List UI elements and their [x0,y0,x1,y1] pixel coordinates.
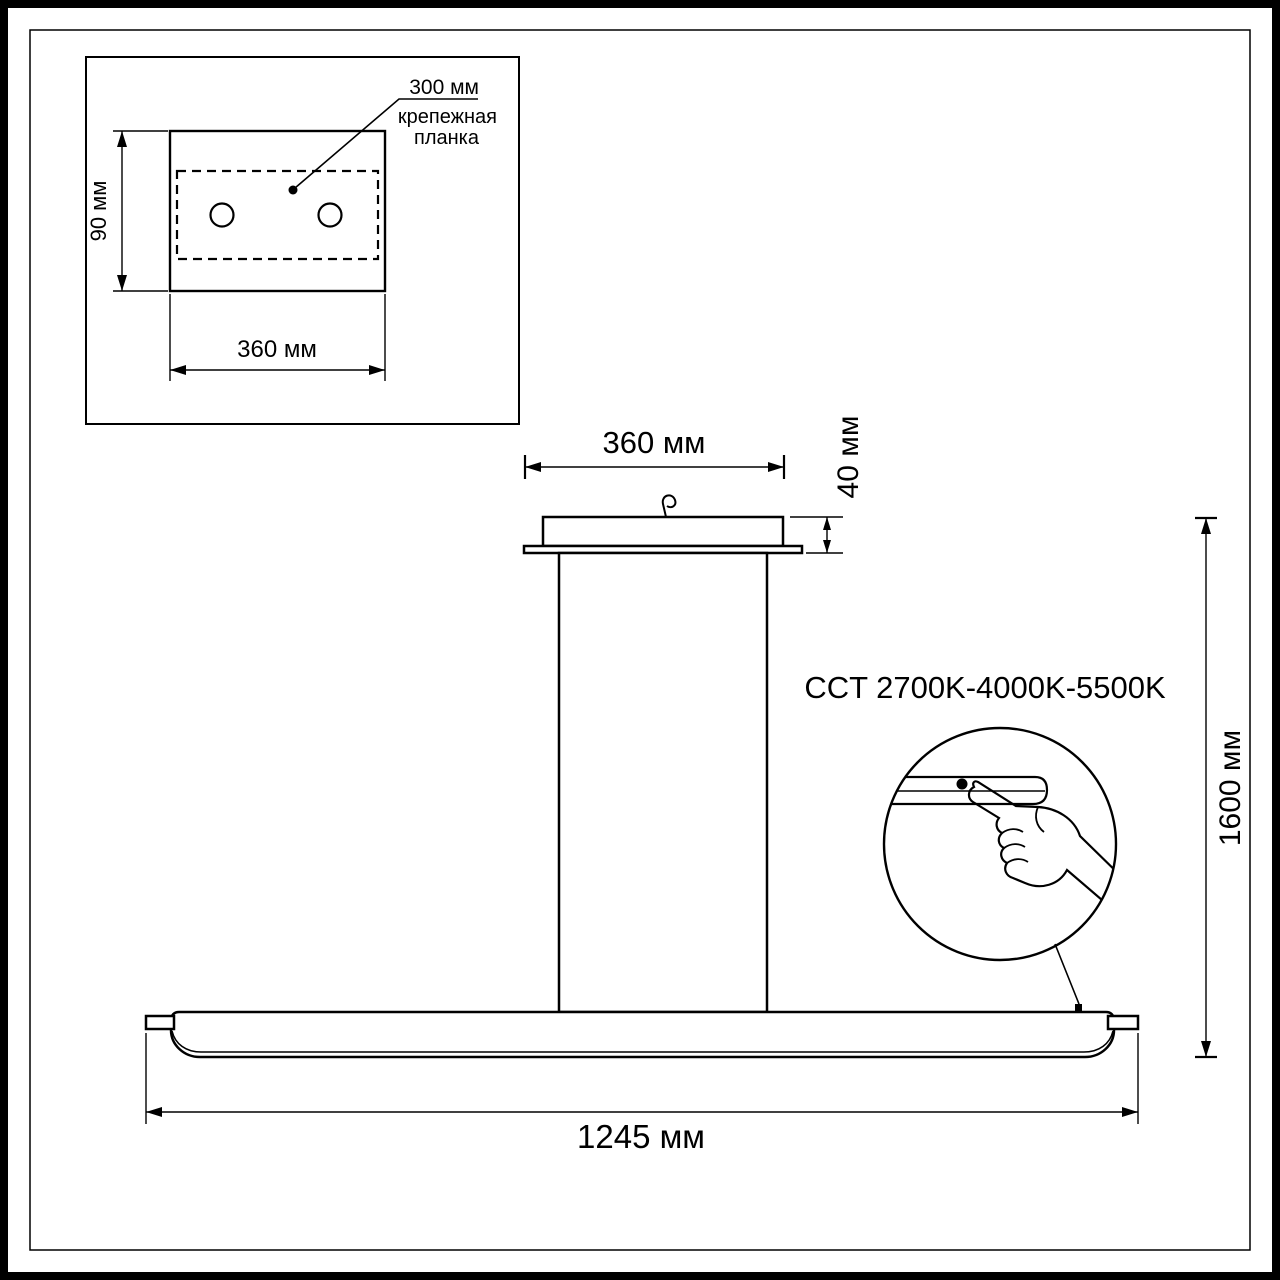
plate-height-label: 90 мм [86,181,111,242]
cct-label: CCT 2700K-4000K-5500K [804,670,1166,705]
arrow-down-icon [823,540,831,553]
canopy-height-label: 40 мм [832,416,865,499]
arrow-right-icon [768,462,784,472]
plate-width-label: 360 мм [237,336,317,363]
arrow-left-icon [525,462,541,472]
total-height-label: 1600 мм [1214,730,1247,846]
bar-end-cap-right [1106,1014,1140,1031]
arrow-down-icon [1201,1041,1211,1057]
mounting-plate-label-line1: крепежная [398,106,497,128]
inset-box [85,56,520,425]
dim-plate-height: 90 мм [86,130,168,292]
arrow-up-icon [823,517,831,530]
arrow-left-icon [146,1107,162,1117]
dim-canopy-height: 40 мм [790,416,865,554]
dim-plate-width: 360 мм [169,294,386,381]
arrow-left-icon [170,365,186,375]
dim-total-height: 1600 мм [1195,516,1247,1059]
mounting-hole-left [209,202,235,228]
mounting-base-outline [168,129,387,293]
mounting-plate-label-line2: планка [414,127,480,149]
finger-crease [1006,858,1029,864]
pendant-drawing: 360 мм 40 мм 1600 мм 1245 мм [144,416,1247,1155]
bar-profile-zoom [884,775,1049,806]
bracket-leader-line [294,98,478,189]
dim-canopy-width: 360 мм [523,425,786,479]
arrow-right-icon [369,365,385,375]
diffuser-line [171,1030,1114,1053]
finger-crease [1001,828,1024,834]
arrow-up-icon [1201,518,1211,534]
mounting-hole-right [317,202,343,228]
cct-button-zoom [956,778,968,790]
hole-spacing-label: 300 мм [409,76,479,99]
canopy-width-label: 360 мм [603,425,706,460]
cct-button [1075,1004,1082,1013]
detail-circle [882,726,1118,962]
arrow-up-icon [117,131,127,147]
mounting-plate-inset: 300 мм крепежная планка 90 мм 360 мм [85,56,520,425]
arrow-down-icon [117,275,127,291]
bar-end-cap-left [144,1014,176,1031]
bar-length-label: 1245 мм [577,1118,705,1155]
dim-bar-length: 1245 мм [145,1033,1139,1155]
detail-contents [884,775,1116,908]
arrow-right-icon [1122,1107,1138,1117]
inner-border [29,29,1251,1251]
canopy [541,515,785,548]
pointing-hand-icon [967,780,1116,908]
finger-crease [1003,843,1026,849]
light-bar [169,1010,1116,1059]
suspension-hook [661,494,677,518]
mounting-bracket-dashed-outline [175,169,380,261]
thumb-crease [1035,806,1045,833]
stem [557,551,769,1014]
cct-detail: CCT 2700K-4000K-5500K [804,670,1166,1005]
detail-leader-line [1054,943,1080,1005]
